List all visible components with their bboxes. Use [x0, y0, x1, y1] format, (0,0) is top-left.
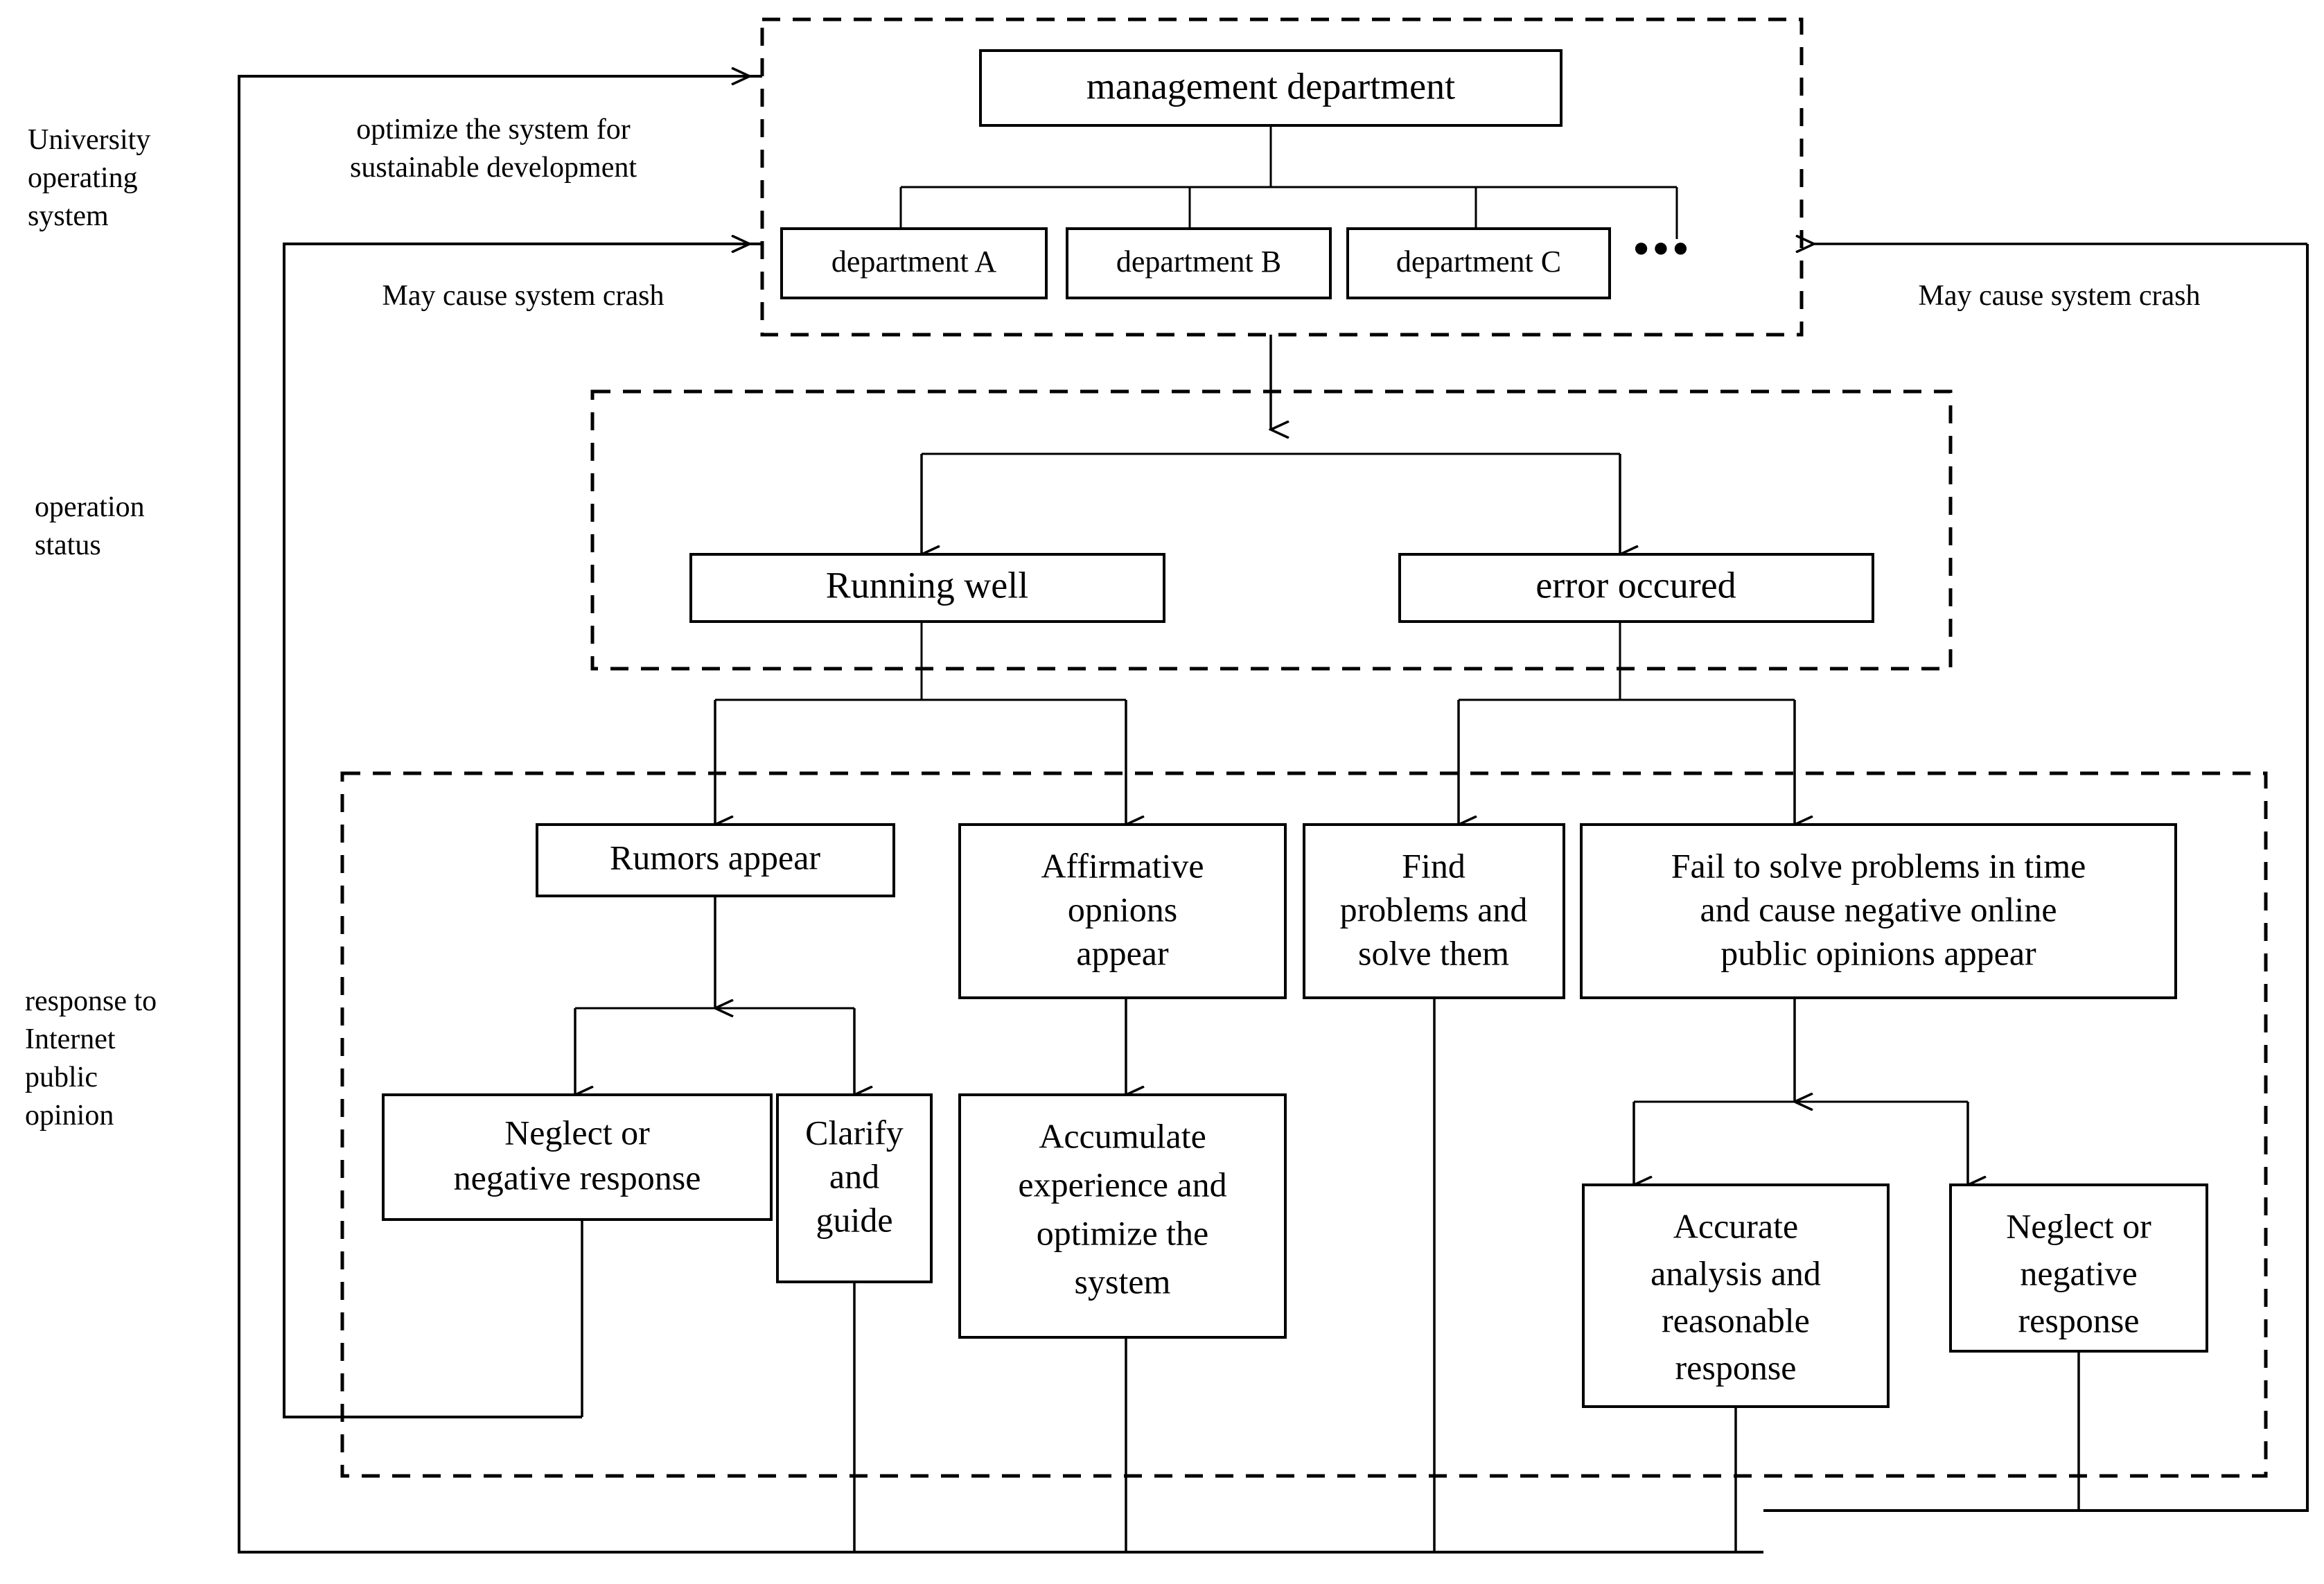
svg-text:Clarify: Clarify — [805, 1113, 904, 1152]
node-clarify-and-guide-label: Clarify and guide — [805, 1113, 904, 1239]
node-error-occured[interactable] — [1398, 553, 1874, 623]
svg-text:system: system — [1075, 1262, 1171, 1301]
node-department-b-label: department B — [1116, 245, 1281, 279]
node-error-occured-label: error occured — [1535, 564, 1736, 606]
svg-text:reasonable: reasonable — [1662, 1301, 1810, 1339]
node-running-well[interactable] — [689, 553, 1165, 623]
node-running-well-label: Running well — [826, 564, 1029, 606]
node-department-a[interactable] — [780, 227, 1048, 299]
svg-text:public: public — [25, 1062, 98, 1093]
node-management-department[interactable] — [979, 49, 1562, 127]
svg-text:public opinions appear: public opinions appear — [1720, 933, 2036, 972]
svg-text:problems and: problems and — [1340, 890, 1528, 929]
svg-text:and cause negative online: and cause negative online — [1700, 890, 2057, 929]
svg-text:opnions: opnions — [1068, 890, 1177, 929]
node-department-b[interactable] — [1066, 227, 1332, 299]
node-neglect-or-negative-response-right[interactable] — [1949, 1183, 2208, 1353]
edge-label-may-cause-crash-left: May cause system crash — [382, 280, 664, 312]
svg-text:University: University — [28, 124, 150, 156]
svg-text:Neglect or: Neglect or — [2006, 1206, 2151, 1245]
node-rumors-appear[interactable] — [536, 823, 895, 897]
node-affirmative-opinions-appear-label: Affirmative opnions appear — [1041, 846, 1204, 972]
node-accurate-analysis-label: Accurate analysis and reasonable respons… — [1650, 1206, 1821, 1387]
svg-text:system: system — [28, 200, 109, 232]
node-department-c[interactable] — [1346, 227, 1611, 299]
svg-text:May cause system crash: May cause system crash — [1918, 280, 2200, 312]
svg-text:Accumulate: Accumulate — [1039, 1116, 1206, 1155]
node-fail-to-solve-problems-label: Fail to solve problems in time and cause… — [1671, 846, 2086, 972]
svg-text:Accurate: Accurate — [1673, 1206, 1798, 1245]
svg-text:Neglect or: Neglect or — [504, 1113, 650, 1152]
svg-text:appear: appear — [1076, 933, 1169, 972]
node-neglect-or-negative-response-left[interactable] — [382, 1093, 773, 1221]
node-department-a-label: department A — [831, 245, 996, 279]
node-neglect-or-negative-response-right-label: Neglect or negative response — [2006, 1206, 2151, 1339]
svg-text:sustainable development: sustainable development — [350, 152, 637, 184]
svg-text:optimize the system for: optimize the system for — [356, 114, 630, 146]
group-response-to-internet-public-opinion — [340, 771, 2268, 1478]
svg-text:guide: guide — [816, 1200, 892, 1239]
svg-text:opinion: opinion — [25, 1100, 114, 1132]
svg-text:May cause system crash: May cause system crash — [382, 280, 664, 312]
svg-text:analysis and: analysis and — [1650, 1253, 1821, 1292]
svg-text:solve them: solve them — [1358, 933, 1509, 972]
node-rumors-appear-label: Rumors appear — [610, 838, 820, 877]
svg-text:Affirmative: Affirmative — [1041, 846, 1204, 885]
svg-text:response to: response to — [25, 985, 157, 1017]
svg-text:and: and — [829, 1156, 879, 1195]
node-management-department-label: management department — [1086, 65, 1455, 107]
svg-text:Fail to solve problems in time: Fail to solve problems in time — [1671, 846, 2086, 885]
svg-text:negative response: negative response — [454, 1158, 701, 1197]
svg-text:response: response — [1675, 1348, 1797, 1387]
node-affirmative-opinions-appear[interactable] — [958, 823, 1287, 999]
node-department-c-label: department C — [1396, 245, 1561, 279]
edge-label-optimize-system: optimize the system for sustainable deve… — [350, 114, 637, 184]
side-label-operation-status: operation status — [35, 491, 145, 561]
svg-text:status: status — [35, 529, 101, 561]
departments-more-ellipsis: ••• — [1633, 224, 1692, 273]
svg-text:response: response — [2018, 1301, 2140, 1339]
group-operation-status — [590, 389, 1953, 671]
edge-label-may-cause-crash-right: May cause system crash — [1918, 280, 2200, 312]
svg-text:experience and: experience and — [1018, 1165, 1226, 1204]
svg-text:operating: operating — [28, 162, 138, 194]
svg-text:optimize the: optimize the — [1037, 1213, 1209, 1252]
svg-text:negative: negative — [2020, 1253, 2137, 1292]
node-accumulate-experience[interactable] — [958, 1093, 1287, 1339]
node-neglect-or-negative-response-left-label: Neglect or negative response — [454, 1113, 701, 1197]
group-university-operating-system — [760, 17, 1804, 337]
node-accumulate-experience-label: Accumulate experience and optimize the s… — [1018, 1116, 1226, 1301]
node-find-problems-and-solve-them-label: Find problems and solve them — [1340, 846, 1528, 972]
node-clarify-and-guide[interactable] — [776, 1093, 933, 1283]
svg-text:Internet: Internet — [25, 1023, 116, 1055]
side-label-response-to-internet-public-opinion: response to Internet public opinion — [25, 985, 157, 1132]
node-fail-to-solve-problems[interactable] — [1580, 823, 2177, 999]
side-label-university-operating-system: University operating system — [28, 124, 150, 232]
svg-text:operation: operation — [35, 491, 145, 523]
svg-text:Find: Find — [1402, 846, 1465, 885]
